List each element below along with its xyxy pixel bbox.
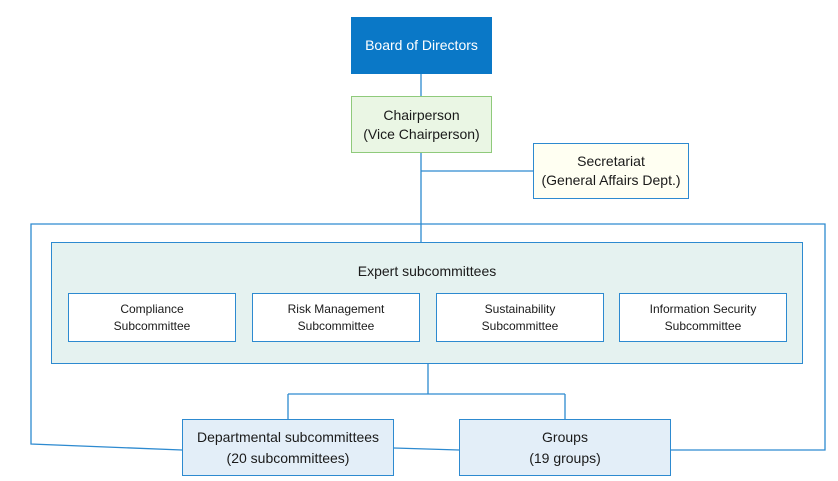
groups-count: (19 groups) bbox=[529, 449, 601, 466]
information-security-subcommittee-box: Information Security Subcommittee bbox=[619, 293, 787, 342]
subcommittee-name: Information Security bbox=[649, 301, 757, 316]
chairperson-title: Chairperson bbox=[383, 106, 460, 123]
sustainability-subcommittee-box: Sustainability Subcommittee bbox=[436, 293, 604, 342]
board-label: Board of Directors bbox=[365, 37, 478, 54]
departmental-subcommittees-box: Departmental subcommittees (20 subcommit… bbox=[182, 419, 394, 476]
subcommittee-suffix: Subcommittee bbox=[113, 318, 191, 333]
subcommittee-name: Compliance bbox=[120, 301, 184, 316]
departmental-title: Departmental subcommittees bbox=[196, 428, 380, 445]
risk-management-subcommittee-box: Risk Management Subcommittee bbox=[252, 293, 420, 342]
groups-title: Groups bbox=[542, 428, 588, 445]
secretariat-title: Secretariat bbox=[577, 153, 645, 170]
board-of-directors-box: Board of Directors bbox=[351, 17, 492, 74]
chairperson-subtitle: (Vice Chairperson) bbox=[363, 125, 480, 142]
subcommittee-name: Sustainability bbox=[484, 301, 556, 316]
subcommittee-name: Risk Management bbox=[287, 301, 385, 316]
outer-frame-line bbox=[30, 223, 421, 451]
secretariat-box: Secretariat (General Affairs Dept.) bbox=[533, 143, 689, 199]
expert-subcommittees-title: Expert subcommittees bbox=[357, 263, 497, 279]
subcommittee-suffix: Subcommittee bbox=[481, 318, 559, 333]
subcommittee-suffix: Subcommittee bbox=[297, 318, 375, 333]
subcommittee-suffix: Subcommittee bbox=[664, 318, 742, 333]
groups-box: Groups (19 groups) bbox=[459, 419, 671, 476]
chairperson-box: Chairperson (Vice Chairperson) bbox=[351, 96, 492, 153]
compliance-subcommittee-box: Compliance Subcommittee bbox=[68, 293, 236, 342]
departmental-count: (20 subcommittees) bbox=[226, 449, 350, 466]
secretariat-subtitle: (General Affairs Dept.) bbox=[541, 172, 681, 188]
connector-dept-groups bbox=[393, 447, 460, 451]
outer-frame-line-right bbox=[421, 223, 826, 451]
